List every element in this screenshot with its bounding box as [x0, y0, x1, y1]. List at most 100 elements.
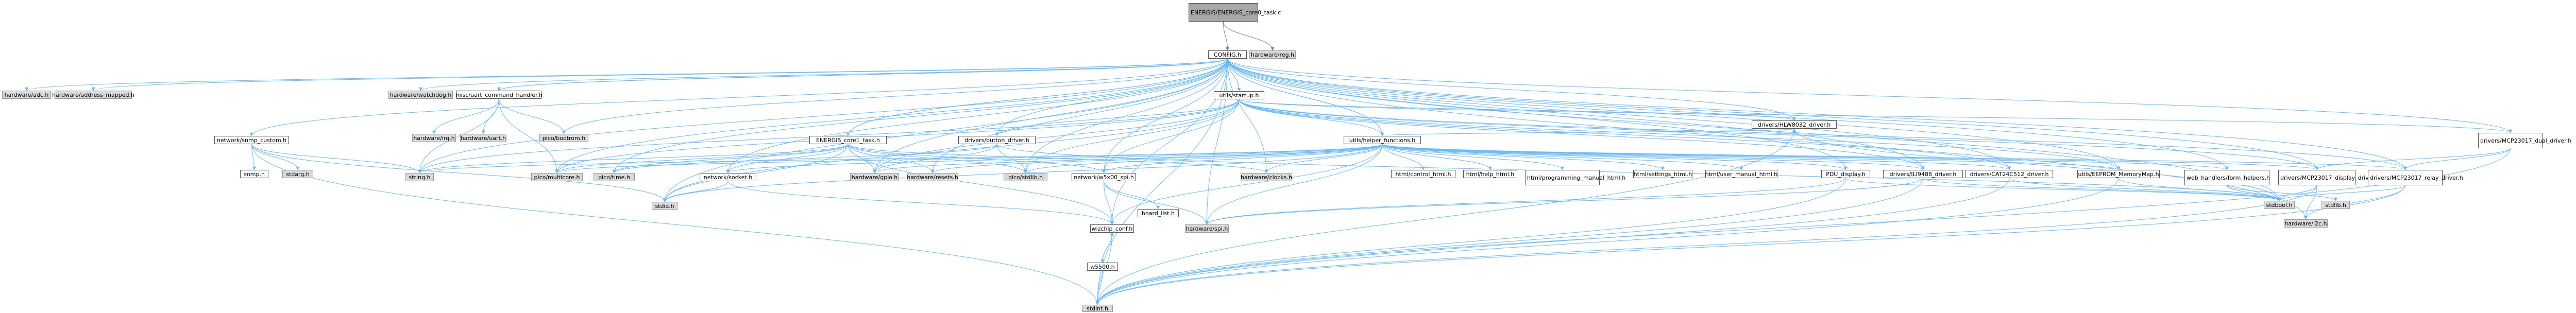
node-stdio: stdio.h [652, 202, 677, 210]
edge-helper-to-sethtml [1382, 144, 1665, 170]
node-hwgpio: hardware/gpio.h [850, 173, 899, 181]
node-w5x00spi[interactable]: network/w5x00_spi.h [1072, 173, 1136, 181]
edge-config-to-wizconf [1110, 58, 1228, 225]
edge-main-to-config [1223, 21, 1229, 51]
node-hwspi: hardware/spi.h [1185, 224, 1229, 233]
edge-helper-to-w5x00spi [1102, 144, 1383, 173]
edge-ilim-to-stdint [1095, 178, 1923, 305]
edge-config-to-hwadc [25, 58, 1228, 91]
node-label: stdlib.h [2325, 201, 2346, 208]
node-eeprom[interactable]: utils/EEPROM_MemoryMap.h [2077, 170, 2160, 178]
edge-netsocket-to-wizconf [727, 181, 1114, 225]
node-helper[interactable]: utils/helper_functions.h [1344, 136, 1421, 144]
edge-w5500-to-stdint [1095, 270, 1103, 305]
node-picobootsel: pico/bootrom.h [539, 134, 588, 142]
node-label: stdarg.h [286, 170, 310, 178]
node-proghtml[interactable]: html/programming_manual_html.h [1525, 170, 1625, 185]
edge-helper-to-wizconf [1110, 144, 1383, 225]
node-hwwatchdog: hardware/watchdog.h [388, 91, 453, 99]
node-mcpdual[interactable]: drivers/MCP23017_dual_driver.h [2478, 133, 2571, 148]
node-stdlibh: stdlib.h [2321, 201, 2350, 209]
edge-startup-to-eeprom [1239, 99, 2121, 170]
node-snmpcustom[interactable]: network/snmp_custom.h [214, 136, 289, 144]
edge-startup-to-button [995, 99, 1240, 136]
edge-hlw-to-stdbool [1794, 128, 2281, 201]
node-ctrlhtml[interactable]: html/control_html.h [1391, 170, 1455, 178]
node-webform[interactable]: web_handlers/form_helpers.h [2184, 170, 2270, 185]
node-label: PDU_display.h [1826, 170, 1866, 178]
node-uartcmd[interactable]: misc/uart_command_handler.h [455, 91, 543, 99]
edge-config-to-picotime [612, 58, 1228, 173]
node-config[interactable]: CONFIG.h [1208, 50, 1247, 59]
edge-mcpdual-to-mcpdisp [2315, 148, 2511, 170]
edge-hlw-to-stdint [1095, 128, 1794, 305]
node-label: string.h [409, 173, 431, 181]
edge-pdu-to-hwspi [1205, 178, 1846, 225]
node-label: pico/stdlib.h [1008, 173, 1043, 181]
node-label: pico/multicore.h [534, 173, 580, 181]
edge-w5500-to-wizconf [1102, 232, 1114, 263]
edge-snmpcustom-to-stdio [251, 144, 667, 202]
edge-mcprelay-to-stdbool [2277, 185, 2405, 201]
node-string: string.h [405, 173, 434, 181]
node-label: hardware/reg.h [1251, 51, 1295, 58]
node-label: drivers/button_driver.h [964, 136, 1029, 144]
node-stdint: stdint.h [1082, 305, 1113, 312]
node-mcpdisp[interactable]: drivers/MCP23017_display_driver.h [2278, 170, 2379, 185]
edge-mcprelay-to-hwi2c [2304, 185, 2405, 220]
edge-snmpcustom-to-snmp [251, 144, 256, 170]
node-label: hardware/clocks.h [1241, 173, 1292, 181]
node-pdu[interactable]: PDU_display.h [1821, 170, 1870, 178]
node-label: html/help_html.h [1466, 170, 1515, 178]
node-helphtml[interactable]: html/help_html.h [1463, 170, 1517, 178]
node-hlw[interactable]: drivers/HLW8032_driver.h [1752, 120, 1837, 129]
edge-helper-to-helphtml [1382, 144, 1492, 170]
edge-core1-to-stdio [663, 144, 849, 202]
node-w5500[interactable]: w5500.h [1087, 263, 1118, 271]
edge-startup-to-mcpdual [1239, 99, 2512, 133]
edge-config-to-mcpdual [1227, 58, 2512, 133]
edge-helper-to-stdlib [1024, 144, 1383, 173]
edge-startup-to-stdio [663, 99, 1240, 202]
node-main[interactable]: ENERGIS/ENERGIS_core0_task.c [1189, 3, 1281, 22]
node-label: drivers/CAT24C512_driver.h [1970, 170, 2049, 178]
node-netsocket[interactable]: network/socket.h [700, 173, 756, 181]
node-label: drivers/HLW8032_driver.h [1757, 121, 1831, 128]
edge-cat-to-stdbool [2009, 178, 2281, 201]
edge-config-to-cat [1227, 58, 2011, 170]
node-label: stdio.h [655, 202, 674, 210]
node-ilim[interactable]: drivers/ILI9488_driver.h [1883, 170, 1963, 178]
node-core1[interactable]: ENERGIS_core1_task.h [809, 136, 887, 144]
edge-config-to-hwwatchdog [419, 58, 1228, 91]
edge-config-to-picobootsel [562, 58, 1228, 134]
node-board[interactable]: board_list.h [1138, 209, 1179, 217]
node-mcprelay[interactable]: drivers/MCP23017_relay_driver.h [2368, 170, 2463, 185]
edge-config-to-netsocket [726, 58, 1228, 173]
edge-config-to-button [995, 58, 1228, 136]
edge-button-to-hwgpio [873, 144, 997, 173]
edge-uartcmd-to-hwirq [432, 98, 499, 134]
node-hwresets: hardware/resets.h [907, 173, 958, 181]
node-button[interactable]: drivers/button_driver.h [958, 136, 1036, 144]
edge-helper-to-hwclocks [1264, 144, 1383, 173]
edge-button-to-stdlib [996, 144, 1027, 173]
node-label: drivers/ILI9488_driver.h [1889, 170, 1957, 178]
node-userhtml[interactable]: html/user_manual_html.h [1705, 170, 1777, 178]
node-label: stdbool.h [2266, 201, 2293, 208]
edge-w5x00spi-to-hwspi [1104, 181, 1209, 225]
edge-config-to-hlw [1227, 58, 1796, 121]
edge-config-to-snmpcustom [250, 58, 1228, 136]
edge-core1-to-netsocket [726, 144, 849, 173]
edge-eeprom-to-stdbool [2118, 178, 2281, 201]
node-sethtml[interactable]: html/settings_html.h [1633, 170, 1692, 178]
edge-core1-to-config [848, 58, 1229, 136]
node-label: hardware/spi.h [1185, 225, 1228, 232]
node-label: w5500.h [1090, 263, 1115, 270]
node-wizconf[interactable]: wizchip_conf.h [1090, 224, 1134, 233]
node-cat[interactable]: drivers/CAT24C512_driver.h [1965, 170, 2053, 178]
node-snmp[interactable]: snmp.h [240, 170, 268, 178]
node-label: CONFIG.h [1213, 51, 1242, 58]
node-hwi2c: hardware/i2c.h [2284, 219, 2328, 228]
edge-eeprom-to-stdint [1095, 178, 2119, 305]
node-startup[interactable]: utils/startup.h [1214, 91, 1264, 99]
